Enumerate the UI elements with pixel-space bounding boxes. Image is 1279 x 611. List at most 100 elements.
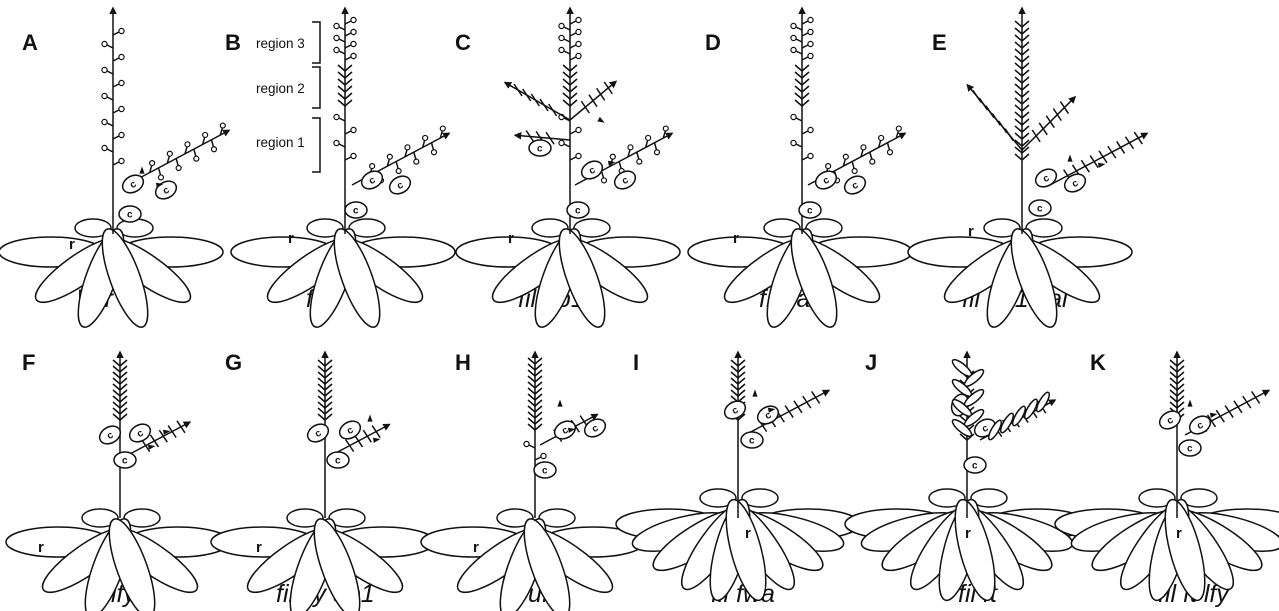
- arrowhead-marker: [1187, 400, 1192, 407]
- flower-bud: [334, 114, 339, 119]
- leafy-bract: [802, 100, 809, 106]
- flower-bud: [576, 53, 581, 58]
- cauline-leaf: c: [567, 202, 589, 218]
- leafy-bract: [120, 414, 127, 420]
- leafy-bract: [113, 396, 120, 402]
- flower-bud: [559, 23, 564, 28]
- leafy-bract: [528, 382, 535, 388]
- leafy-bract: [318, 384, 325, 390]
- leafy-bract: [350, 446, 354, 452]
- leafy-bract: [528, 418, 535, 424]
- leafy-bract: [1015, 42, 1022, 48]
- pedicel: [396, 162, 398, 169]
- leafy-bract: [1256, 397, 1260, 403]
- flower-bud: [102, 67, 107, 72]
- cauline-leaf-label: c: [122, 456, 128, 467]
- leafy-bract: [163, 436, 167, 442]
- leafy-bract: [597, 88, 601, 94]
- flower-bud: [576, 153, 581, 158]
- leafy-bract: [608, 88, 612, 94]
- cauline-leaf: c: [1029, 200, 1051, 216]
- leafy-bract: [376, 432, 380, 438]
- leafy-bract: [581, 101, 585, 107]
- flower-bud: [879, 135, 884, 140]
- plant-g: rccc: [211, 352, 435, 611]
- leafy-bract: [535, 388, 542, 394]
- leafy-bract: [1234, 401, 1238, 407]
- leafy-bract: [1099, 151, 1103, 157]
- pedicel: [113, 162, 119, 165]
- leafy-bract: [1015, 154, 1022, 160]
- flower-bud: [405, 145, 410, 150]
- cauline-leaf: c: [551, 418, 578, 443]
- flower-bud: [167, 151, 172, 156]
- arrowhead-marker: [367, 415, 372, 422]
- leafy-bract: [159, 430, 163, 436]
- flower-bud: [654, 150, 659, 155]
- flower-bud: [791, 140, 796, 145]
- arrowhead-marker: [373, 438, 380, 443]
- leafy-bract: [1022, 98, 1029, 104]
- leafy-bract: [1211, 421, 1215, 427]
- leafy-bract: [1170, 402, 1177, 408]
- plant-a: rccc: [0, 8, 229, 332]
- arrowhead-marker: [148, 445, 155, 450]
- leafy-bract: [1022, 126, 1029, 132]
- leafy-bract: [172, 432, 176, 438]
- pedicel: [570, 21, 576, 24]
- leafy-bract: [345, 65, 352, 71]
- flower-bud: [887, 150, 892, 155]
- cauline-leaf: c: [1032, 166, 1059, 191]
- leafy-bract: [802, 86, 809, 92]
- panel-letter-d: D: [705, 30, 721, 55]
- flower-bud: [370, 164, 375, 169]
- rosette-label: r: [1176, 525, 1182, 542]
- leafy-bract: [1090, 156, 1094, 162]
- leafy-bract: [1108, 146, 1112, 152]
- leafy-bract: [535, 400, 542, 406]
- leafy-bract: [563, 86, 570, 92]
- flower-bud: [791, 47, 796, 52]
- leafy-bract: [563, 65, 570, 71]
- leafy-bract: [1015, 112, 1022, 118]
- leafy-bract: [535, 364, 542, 370]
- flower-bud: [896, 126, 901, 131]
- leafy-bract: [585, 107, 589, 113]
- leafy-bract: [338, 65, 345, 71]
- leafy-bract: [120, 366, 127, 372]
- leafy-bract: [1121, 147, 1125, 153]
- leafy-bract: [795, 72, 802, 78]
- pedicel: [570, 57, 576, 60]
- leafy-bract: [580, 416, 584, 422]
- leafy-bract: [528, 388, 535, 394]
- leafy-bract: [318, 372, 325, 378]
- arrowhead-marker: [1210, 413, 1217, 418]
- cauline-leaf-label: c: [575, 206, 581, 217]
- flower-bud: [637, 159, 642, 164]
- flower-bud: [423, 135, 428, 140]
- leafy-bract: [120, 360, 127, 366]
- leafy-bract: [802, 93, 809, 99]
- cauline-leaf: c: [1186, 413, 1213, 438]
- leafy-bract: [535, 376, 542, 382]
- leafy-bract: [570, 65, 577, 71]
- leafy-bract: [1015, 98, 1022, 104]
- leafy-bract: [802, 65, 809, 71]
- leafy-bract: [1015, 133, 1022, 139]
- leafy-bract: [731, 390, 738, 396]
- flower-bud: [808, 29, 813, 34]
- flower-bud: [102, 93, 107, 98]
- leafy-bract: [1177, 360, 1184, 366]
- leafy-bract: [345, 72, 352, 78]
- rosette-label: r: [968, 223, 974, 240]
- leafy-bract: [372, 426, 376, 432]
- pedicel: [564, 27, 570, 30]
- flower-bud: [102, 41, 107, 46]
- leafy-bract: [763, 426, 767, 432]
- flower-bud: [646, 135, 651, 140]
- region-1-label: region 1: [256, 135, 305, 150]
- flower-bud: [220, 123, 225, 128]
- pedicel: [339, 39, 345, 42]
- leafy-bract: [1177, 378, 1184, 384]
- leafy-bract: [535, 418, 542, 424]
